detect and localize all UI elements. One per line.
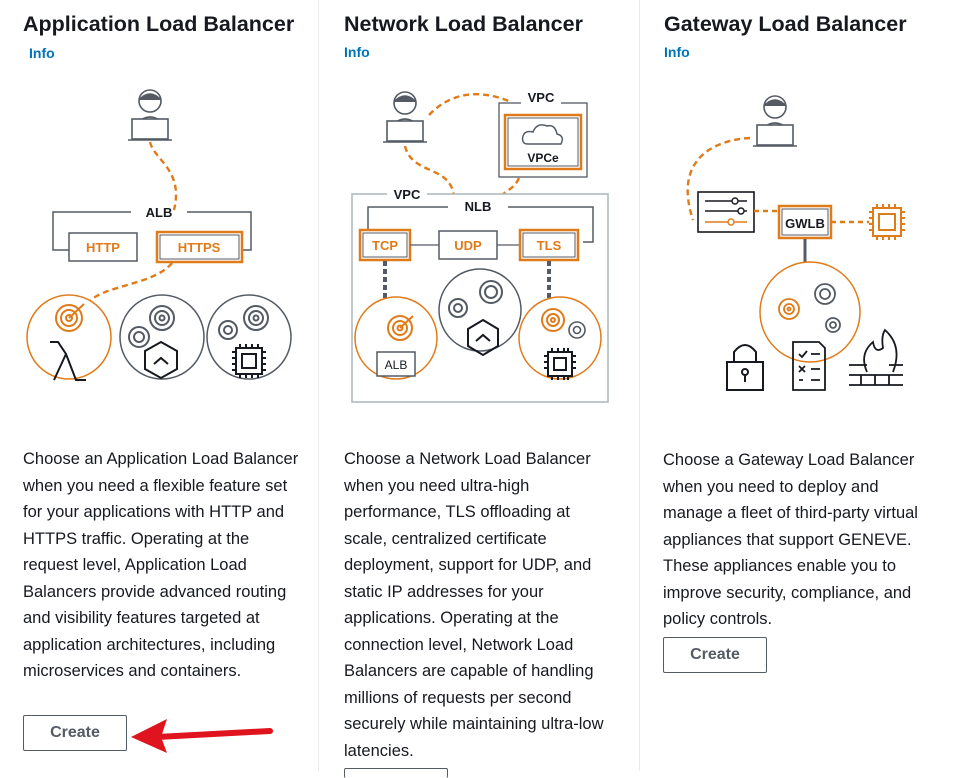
annotation-arrow — [131, 719, 273, 753]
target-icon — [814, 283, 841, 333]
gwlb-card: Gateway Load Balancer Info GWLB — [639, 0, 957, 771]
target-icon — [387, 315, 414, 341]
vpce-cloud-icon — [521, 124, 564, 145]
lambda-icon — [50, 341, 86, 381]
http-listener-label: HTTP — [86, 240, 120, 255]
gwlb-card-title: Gateway Load Balancer — [664, 12, 907, 36]
nlb-card-title: Network Load Balancer — [344, 12, 583, 36]
vpc-label: VPC — [394, 187, 421, 202]
alb-card-title: Application Load Balancer — [23, 12, 295, 36]
https-listener-label: HTTPS — [178, 240, 221, 255]
target-icon — [218, 305, 269, 340]
firewall-icon — [849, 328, 903, 386]
chip-icon — [544, 348, 576, 380]
target-icon — [128, 305, 175, 348]
tcp-listener-label: TCP — [372, 238, 398, 253]
alb-group-label: ALB — [146, 205, 173, 220]
tls-listener-label: TLS — [537, 238, 562, 253]
alb-create-button[interactable]: Create — [23, 715, 127, 751]
lock-icon — [726, 344, 764, 391]
container-icon — [467, 318, 499, 357]
vpc-top-label: VPC — [528, 90, 555, 105]
chip-icon — [232, 344, 266, 378]
target-icon — [55, 303, 85, 332]
vpce-label: VPCe — [527, 151, 559, 165]
alb-card: Application Load Balancer Info ALB HTTP … — [0, 0, 318, 771]
user-laptop-icon — [753, 95, 797, 147]
nlb-create-button[interactable] — [344, 768, 448, 778]
target-icon — [541, 308, 565, 332]
alb-info-link[interactable]: Info — [29, 45, 55, 61]
checklist-icon — [792, 341, 826, 391]
gwlb-create-button[interactable]: Create — [663, 637, 767, 673]
settings-sliders-icon — [705, 197, 747, 226]
target-icon — [448, 280, 503, 318]
target-icon — [778, 298, 800, 320]
alb-target-label: ALB — [385, 358, 408, 372]
chip-icon — [869, 204, 905, 240]
user-laptop-icon — [128, 89, 172, 141]
udp-listener-label: UDP — [454, 238, 482, 253]
gwlb-label: GWLB — [785, 216, 825, 231]
nlb-info-link[interactable]: Info — [344, 44, 370, 60]
nlb-group-label: NLB — [465, 199, 492, 214]
container-icon — [144, 340, 178, 380]
nlb-diagram: VPC VPCe VPC NLB TCP UDP TLS ALB — [351, 90, 609, 403]
gwlb-description: Choose a Gateway Load Balancer when you … — [663, 451, 918, 628]
nlb-card: Network Load Balancer Info VPC VPCe VPC … — [318, 0, 640, 778]
user-laptop-icon — [383, 91, 427, 143]
alb-description: Choose an Application Load Balancer when… — [23, 450, 299, 680]
gwlb-info-link[interactable]: Info — [664, 44, 690, 60]
gwlb-diagram: GWLB — [686, 95, 905, 391]
nlb-description: Choose a Network Load Balancer when you … — [344, 450, 604, 760]
alb-diagram: ALB HTTP HTTPS — [26, 89, 292, 381]
